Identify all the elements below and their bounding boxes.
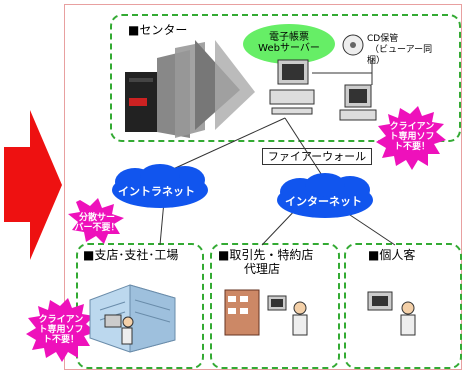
intranet-cloud-icon [112, 164, 208, 208]
burst-distributed-text: 分散サー バー不要！ [70, 213, 124, 233]
burst-client-bottom-line1: クライアン [38, 315, 84, 325]
burst-client-top-icon [376, 106, 446, 170]
outer-frame [64, 4, 462, 370]
internet-label: インターネット [285, 195, 362, 208]
branch-label: ■支店･支社･工場 [83, 248, 179, 262]
burst-client-bottom-line2: ト専用ソフ [38, 325, 84, 335]
partner-label: ■取引先・特約店 [218, 248, 314, 262]
burst-client-bottom-icon [26, 298, 96, 362]
person-at-pc-icon-1 [104, 314, 134, 345]
burst-distributed-icon [68, 198, 124, 244]
web-server-line2: Webサーバー [258, 43, 320, 54]
red-arrow-icon [4, 110, 62, 260]
burst-distributed-line2: バー不要！ [74, 223, 120, 233]
partner-box [210, 243, 340, 369]
shop-building-icon [224, 289, 260, 336]
center-label: ■センター [128, 23, 188, 37]
cd-icon [342, 34, 364, 56]
burst-client-top-line1: クライアン [389, 122, 435, 132]
internet-cloud-icon [277, 173, 373, 218]
burst-client-bottom-line3: ト不要！ [42, 335, 79, 345]
burst-client-top-line3: ト不要！ [393, 142, 430, 152]
person-at-pc-icon-2 [267, 295, 308, 336]
cd-storage-line2: （ビューアー同 [370, 45, 433, 55]
personal-box [344, 243, 462, 369]
person-at-pc-icon-3 [367, 291, 416, 336]
partner-sub-label: 代理店 [244, 262, 281, 276]
web-server-oval: 電子帳票 Webサーバー [243, 24, 335, 64]
cd-storage-line1: CD保管 [367, 34, 399, 44]
intranet-label: イントラネット [118, 185, 195, 198]
branch-box [76, 243, 204, 369]
burst-client-top-line2: ト専用ソフ [389, 132, 435, 142]
center-box [110, 14, 461, 142]
terminal-pc-icon [339, 84, 377, 121]
office-building-icon [89, 284, 176, 353]
burst-distributed-line1: 分散サー [78, 213, 115, 223]
personal-label: ■個人客 [368, 248, 416, 262]
burst-client-top-text: クライアン ト専用ソフ ト不要！ [382, 122, 442, 152]
web-server-pc-icon [269, 59, 315, 115]
mainframe-server-icon [125, 40, 255, 138]
web-server-line1: 電子帳票 [269, 32, 309, 43]
firewall-label: ファイアーウォール [262, 148, 372, 165]
burst-client-bottom-text: クライアン ト専用ソフ ト不要！ [30, 315, 92, 345]
cd-storage-line3: 梱） [367, 56, 386, 66]
